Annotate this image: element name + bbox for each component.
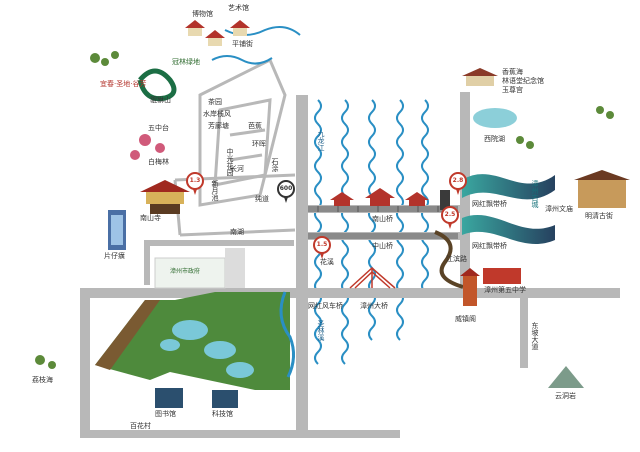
label-huanhui: 环晖: [252, 140, 266, 148]
houses-top: [185, 20, 250, 46]
clock-tower: [440, 190, 450, 210]
label-weizhenlou: 威镇阁: [455, 315, 476, 323]
label-jiangbinlu: 江滨路: [446, 255, 467, 263]
tech-museum-building: [212, 390, 238, 408]
label-wanghongqiao: 网红风车桥: [308, 302, 343, 310]
label-nanshansi: 南山寺: [140, 214, 161, 222]
label-xinyuechi: 新月池: [211, 180, 219, 201]
road-left-vertical: [80, 288, 90, 438]
pianzaihuang-building: [108, 210, 126, 250]
weizhen-tower: [460, 268, 480, 306]
distance-pin-1[interactable]: 1.3: [186, 172, 204, 195]
label-bailuwu: 芭蕉: [248, 122, 262, 130]
label-qiyilu: 漳州大桥: [360, 302, 388, 310]
label-zhangzhouguchengA: 漳州古城: [531, 180, 539, 208]
road-bottom: [80, 430, 400, 438]
distance-pin-4[interactable]: 2.8: [449, 172, 467, 195]
label-yuguang: 宜春·圣地·谷芳: [100, 80, 147, 88]
yundongyan-mountain: [548, 366, 584, 388]
label-dongdahe: 东坡大道: [531, 322, 539, 350]
label-toulouhill: 貔貅山: [150, 96, 171, 104]
label-libinlu: 荔枝海: [32, 376, 53, 384]
road-east-south: [520, 298, 528, 368]
label-zhangzhouwuzhong: 漳州第五中学: [484, 286, 526, 294]
label-guanlinlvdi: 冠林绿地: [172, 58, 200, 66]
label-shenglinxi: 圣林溪: [317, 320, 325, 341]
blossom-trees: [130, 134, 165, 160]
ribbon-bridge-upper: [462, 174, 555, 200]
label-zhangzhouwenmiao: 漳州文庙: [545, 205, 573, 213]
library-building: [155, 388, 183, 408]
green-hill-logo: [137, 68, 177, 102]
label-jiulongjiang: 九龙江: [317, 130, 325, 151]
govt-building: [154, 257, 226, 289]
label-nanshanqiao: 南山桥: [372, 215, 393, 223]
suspension-bridge: [349, 266, 396, 289]
distance-pin-5[interactable]: 2.5: [441, 206, 459, 229]
label-pianzaihuang: 片仔癀: [104, 252, 125, 260]
label-linyuandang: 林语堂纪念馆: [502, 77, 544, 85]
label-baimeilin: 白梅林: [148, 158, 169, 166]
label-xiangpuhai: 香蕉海: [502, 68, 523, 76]
road-main-horizontal: [80, 288, 620, 298]
label-wanghongpiaodaiqiao2: 网红飘带桥: [472, 242, 507, 250]
railway-track: [434, 230, 464, 289]
label-tushuguan: 图书馆: [155, 410, 176, 418]
label-pingpushou: 平铺街: [232, 40, 253, 48]
label-nanhu: 南湖: [230, 228, 244, 236]
label-wuzhongtai: 五中台: [148, 124, 169, 132]
label-banner: 漳州市政府: [170, 268, 201, 275]
linyutang-house: [462, 68, 498, 86]
label-shuiyuanqiao: 水岸栈风: [203, 110, 231, 118]
label-wanghongpiaodaiqiao1: 网红飘带桥: [472, 200, 507, 208]
river-area: [310, 95, 440, 395]
bridge-nanshan: [308, 206, 458, 212]
label-xiyuanhu: 西院湖: [484, 135, 505, 143]
label-mingqianggu: 明清古街: [585, 212, 613, 220]
district-streets: [173, 57, 296, 237]
nanshan-temple: [140, 180, 190, 214]
label-yishuguan: 艺术馆: [228, 4, 249, 12]
road-park-west: [144, 240, 150, 285]
distance-pin-3[interactable]: 1.5: [313, 236, 331, 259]
label-yuzungong: 玉尊宫: [502, 86, 523, 94]
distance-pin-2[interactable]: 600: [277, 180, 295, 203]
wuzhong-school: [483, 268, 521, 284]
label-baihuacun: 百花村: [130, 422, 151, 430]
label-shitu: 石涂: [271, 158, 279, 172]
trees: [35, 51, 614, 369]
label-zhongshanqiao: 中山桥: [372, 242, 393, 250]
park-ponds: [160, 320, 254, 378]
label-caoyuan: 茶园: [208, 98, 222, 106]
label-huaxi: 花溪: [320, 258, 334, 266]
ribbon-bridge-lower: [462, 215, 555, 244]
label-chundao: 纯道: [255, 195, 269, 203]
label-pangquan: 芳廊塘: [208, 122, 229, 130]
label-changhe: 长河: [230, 165, 244, 173]
label-bowuguan: 博物馆: [192, 10, 213, 18]
road-riverside: [296, 95, 308, 435]
road-south-park: [144, 240, 294, 246]
bridge-zhongshan: [308, 233, 458, 239]
bridge-pavilions: [330, 188, 429, 206]
mingqing-old-street: [574, 170, 630, 208]
label-yunyan: 云洞岩: [555, 392, 576, 400]
label-zhongguanghuayuan: 中光花园: [226, 148, 234, 176]
xiyuan-lake: [473, 108, 517, 128]
label-kejiguan: 科技馆: [212, 410, 233, 418]
